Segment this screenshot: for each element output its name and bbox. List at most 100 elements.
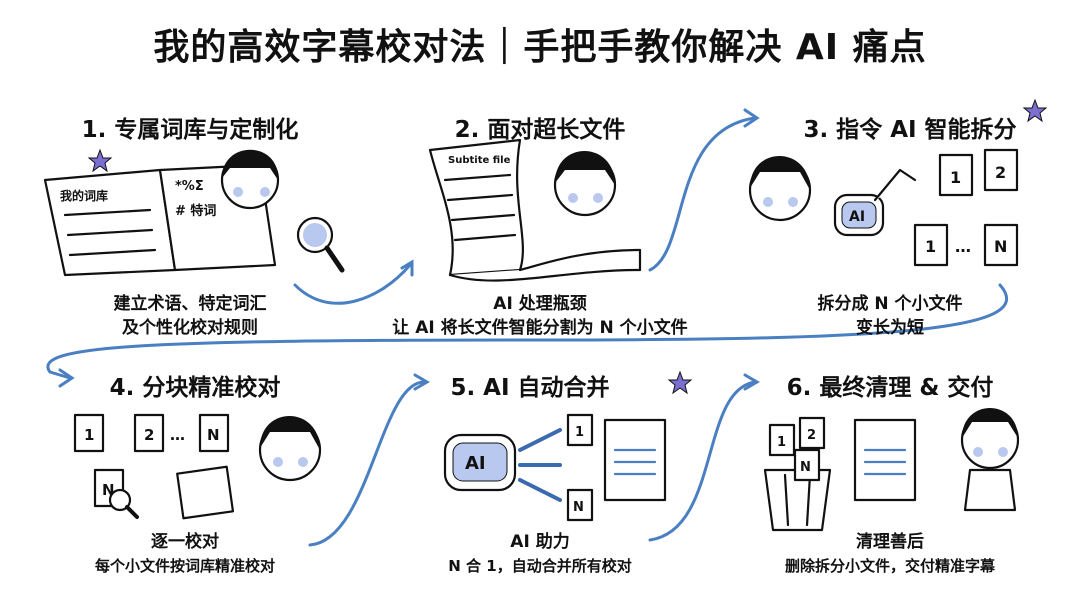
illustration-label: 1 xyxy=(777,435,786,450)
step-4-caption: 逐一校对 xyxy=(151,532,219,552)
step-5-caption: AI 助力 xyxy=(510,532,570,552)
illustration-label: *%Σ xyxy=(175,179,204,194)
illustration-shape xyxy=(938,153,974,197)
illustration-label: N xyxy=(994,237,1007,256)
step-3-title: 3. 指令 AI 智能拆分 xyxy=(803,117,1017,143)
girl-character-6 xyxy=(960,408,1020,512)
illustration-shape xyxy=(452,442,508,482)
girl-character-4 xyxy=(258,415,322,482)
step-6-subcaption: 删除拆分小文件，交付精准字幕 xyxy=(784,557,995,575)
file-icon: N xyxy=(793,448,821,482)
file-icon: 1 xyxy=(938,153,974,197)
illustration-shape xyxy=(233,187,243,197)
illustration-label: AI xyxy=(849,209,865,225)
flow-arrow-4-5 xyxy=(308,380,427,547)
illustration-label: 2 xyxy=(144,426,154,444)
illustration-shape xyxy=(983,223,1019,267)
file-icon: 1 xyxy=(73,413,105,453)
illustration-label: 1 xyxy=(925,237,936,256)
page-title: 我的高效字幕校对法｜手把手教你解决 AI 痛点 xyxy=(153,27,927,68)
step-2-subcaption: 让 AI 将长文件智能分割为 N 个小文件 xyxy=(392,318,688,338)
illustration-shape xyxy=(198,413,230,453)
girl-character-3 xyxy=(748,155,812,222)
file-icon: 2 xyxy=(133,413,165,453)
step-1-caption: 建立术语、特定词汇 xyxy=(113,294,267,314)
illustration-shape xyxy=(43,168,177,277)
step-4-title: 4. 分块精准校对 xyxy=(109,375,281,401)
file-icon: 2 xyxy=(798,416,826,450)
illustration-shape xyxy=(413,373,430,391)
step-3-subcaption: 变长为短 xyxy=(856,318,924,338)
illustration-label: 2 xyxy=(995,163,1006,182)
flow-arrow-3-4 xyxy=(46,283,1008,380)
step-5-subcaption: N 合 1，自动合并所有校对 xyxy=(448,557,632,575)
illustration-shape xyxy=(566,488,594,522)
magnifier-icon xyxy=(108,488,139,519)
illustration-label: 1 xyxy=(950,168,961,187)
illustration-shape xyxy=(750,155,810,190)
illustration-shape xyxy=(222,149,279,180)
illustration-shape xyxy=(873,168,917,202)
step-3-caption: 拆分成 N 个小文件 xyxy=(817,294,963,314)
step-5-title: 5. AI 自动合并 xyxy=(450,375,610,401)
illustration-shape xyxy=(555,150,615,185)
illustration-shape xyxy=(783,473,790,527)
step-6-title: 6. 最终清理 & 交付 xyxy=(786,375,994,401)
robot-icon: AI xyxy=(833,168,917,237)
girl-character-2 xyxy=(553,150,617,217)
illustration-label: 我的词库 xyxy=(60,188,108,203)
robot-icon: AI xyxy=(443,433,517,492)
illustration-shape xyxy=(798,416,826,450)
illustration-shape xyxy=(68,248,157,257)
illustration-shape xyxy=(443,173,512,182)
file-icon: N xyxy=(983,223,1019,267)
illustration-label: Subtite file xyxy=(448,155,511,166)
merged-document-icon xyxy=(603,418,667,502)
illustration-label: # 特词 xyxy=(175,203,216,219)
illustration-shape xyxy=(788,197,798,207)
illustration-shape xyxy=(743,373,760,391)
illustration-label: … xyxy=(170,426,185,444)
step-4-subcaption: 每个小文件按词库精准校对 xyxy=(94,557,275,575)
illustration-shape xyxy=(400,259,414,277)
document-icon xyxy=(176,465,235,520)
illustration-shape xyxy=(973,447,983,457)
illustration-shape xyxy=(853,418,917,502)
illustration-shape xyxy=(963,468,1017,512)
illustration-shape xyxy=(566,413,594,447)
scroll-icon: Subtite file xyxy=(428,138,642,282)
illustration-label: … xyxy=(955,237,971,256)
illustration-shape xyxy=(962,408,1018,438)
file-icon: 2 xyxy=(983,148,1019,192)
file-icon: 1 xyxy=(566,413,594,447)
illustration-shape xyxy=(805,473,812,527)
file-icon: 1 xyxy=(913,223,949,267)
illustration-shape xyxy=(448,248,642,282)
illustration-label: 2 xyxy=(807,428,816,443)
illustration-shape xyxy=(260,187,270,197)
flow-arrow-1-2 xyxy=(293,263,412,305)
illustration-shape xyxy=(768,423,796,457)
illustration-shape xyxy=(568,193,578,203)
illustration-shape xyxy=(841,201,877,229)
step-1-subcaption: 及个性化校对规则 xyxy=(122,318,258,338)
file-icon: 1 xyxy=(768,423,796,457)
illustration-shape xyxy=(125,505,139,519)
illustration-shape xyxy=(793,448,821,482)
illustration-shape xyxy=(66,228,154,237)
file-icon: N xyxy=(566,488,594,522)
step-6-caption: 清理善后 xyxy=(856,532,924,552)
illustration-shape xyxy=(260,415,320,450)
illustration-shape xyxy=(108,488,132,512)
illustration-shape xyxy=(450,213,516,222)
illustration-label: AI xyxy=(465,453,486,474)
illustration-shape xyxy=(983,148,1019,192)
star-icon xyxy=(87,148,113,173)
illustration-shape xyxy=(324,245,345,273)
illustration-shape xyxy=(58,368,75,388)
illustration-label: N xyxy=(207,426,220,444)
star-icon xyxy=(667,370,693,395)
illustration-shape xyxy=(763,197,773,207)
illustration-shape xyxy=(998,447,1008,457)
